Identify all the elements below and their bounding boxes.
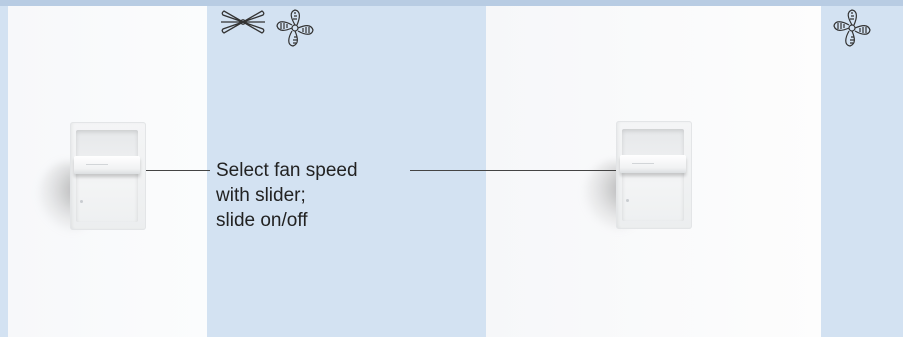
slider-knob[interactable] <box>620 155 686 173</box>
leader-line-right <box>410 170 616 171</box>
fan-off-icon <box>219 8 267 36</box>
fan-icon <box>273 8 317 48</box>
slider-knob-mark <box>86 164 108 165</box>
slider-indicator-dot <box>80 200 83 203</box>
fan-icon <box>830 8 874 48</box>
callout-line: with slider; <box>216 183 358 208</box>
callout-line: Select fan speed <box>216 158 358 183</box>
fan-speed-slider-control[interactable] <box>616 121 692 229</box>
callout-text: Select fan speed with slider; slide on/o… <box>216 158 358 233</box>
slider-track <box>622 129 684 221</box>
slider-track <box>76 130 138 222</box>
slider-knob-mark <box>632 163 654 164</box>
callout-line: slide on/off <box>216 208 358 233</box>
slider-indicator-dot <box>626 199 629 202</box>
fan-speed-slider-control[interactable] <box>70 122 146 230</box>
leader-line-left <box>146 170 210 171</box>
slider-knob[interactable] <box>74 156 140 174</box>
